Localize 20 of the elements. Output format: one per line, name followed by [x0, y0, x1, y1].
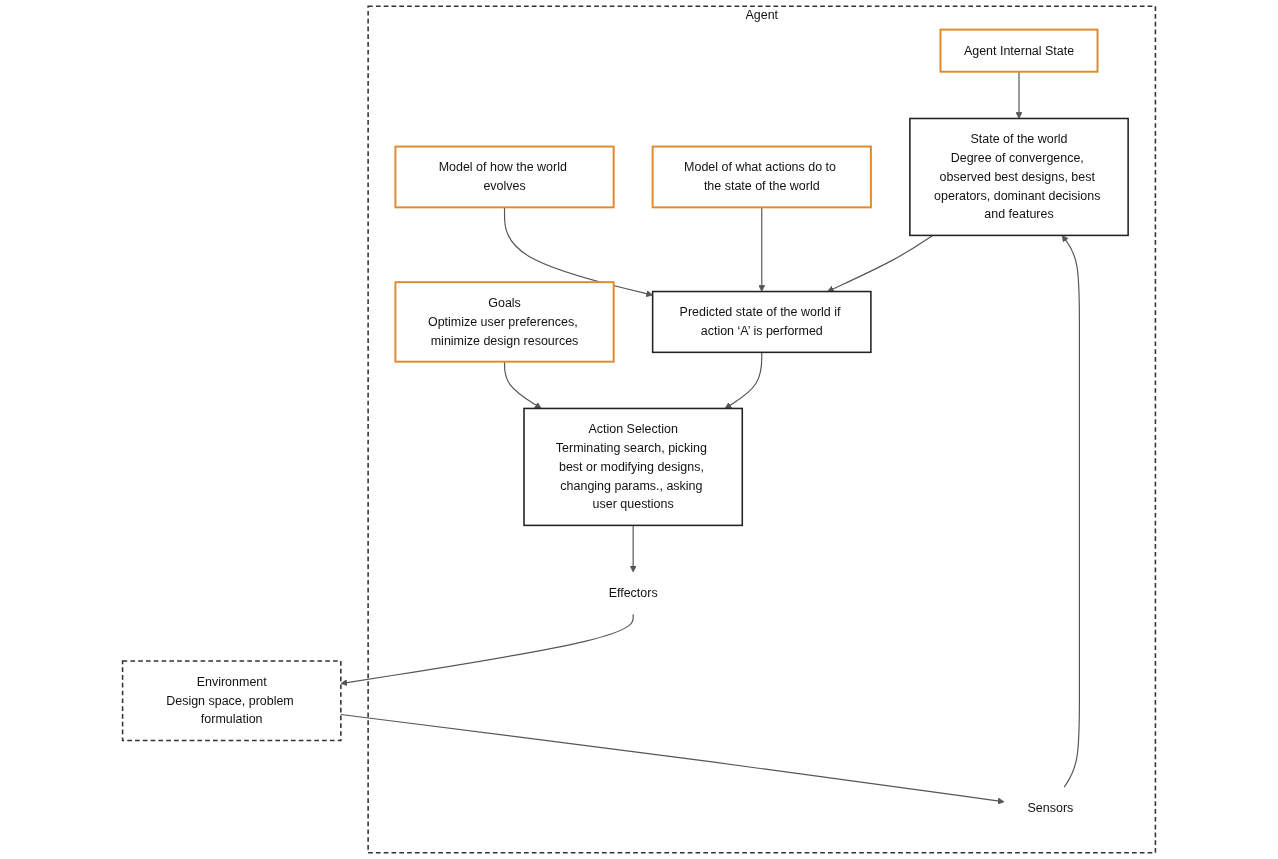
node-box: Agent Internal State [939, 28, 1099, 73]
arrow [1061, 235, 1080, 788]
node-box: Action Selection Terminating search, picking best or modifying designs, changing params., asking user questions [523, 407, 744, 527]
arrow [724, 351, 763, 409]
node-text: Sensors [1027, 801, 1074, 815]
node-box: Goals Optimize user preferences, minimize design resources [394, 281, 615, 363]
node-box: Model of what actions do to the state of the world [651, 145, 872, 209]
arrow [340, 613, 634, 686]
arrow [629, 524, 637, 573]
arrow [1015, 71, 1023, 119]
node-text: Effectors [608, 586, 658, 600]
arrow [758, 206, 766, 292]
arrow [503, 361, 542, 409]
arrow [340, 713, 1005, 805]
arrow [827, 234, 934, 293]
node-box: Model of how the world evolves [394, 145, 615, 209]
arrow [503, 206, 653, 297]
node-box: Environment Design space, problem formulation [121, 660, 342, 742]
node-box: Predicted state of the world if action ‘A’ is performed [651, 290, 872, 354]
node-box: State of the world Degree of convergence, observed best designs, best operators, dominant decisions and features [909, 117, 1129, 237]
